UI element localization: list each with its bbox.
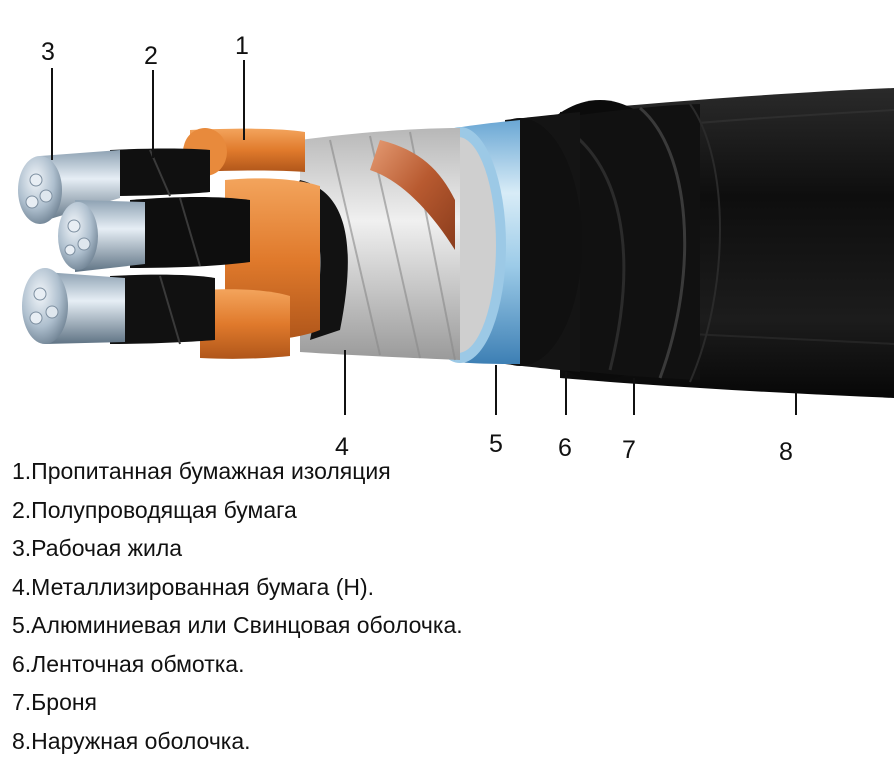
cable-cross-section-diagram bbox=[18, 60, 894, 415]
callout-1: 1 bbox=[235, 32, 249, 60]
legend-list: 1.Пропитанная бумажная изоляция 2.Полупр… bbox=[12, 452, 463, 760]
callout-8: 8 bbox=[779, 438, 793, 466]
metallized-paper bbox=[290, 128, 460, 361]
leader-lines bbox=[51, 60, 797, 415]
core-insulation bbox=[110, 128, 320, 359]
legend-item-2: 2.Полупроводящая бумага bbox=[12, 496, 297, 523]
conductor-middle bbox=[58, 200, 145, 272]
callout-7: 7 bbox=[622, 436, 636, 464]
legend-item-8: 8.Наружная оболочка. bbox=[12, 727, 251, 754]
legend-item-1: 1.Пропитанная бумажная изоляция bbox=[12, 458, 391, 484]
callout-4: 4 bbox=[335, 433, 349, 461]
legend-item-6: 6.Ленточная обмотка. bbox=[12, 650, 245, 677]
callout-2: 2 bbox=[144, 42, 158, 70]
conductor-bottom bbox=[22, 268, 125, 344]
conductor-top bbox=[18, 150, 120, 224]
callout-3: 3 bbox=[41, 38, 55, 66]
callout-6: 6 bbox=[558, 434, 572, 462]
legend-item-3: 3.Рабочая жила bbox=[12, 535, 183, 561]
legend-item-5: 5.Алюминиевая или Свинцовая оболочка. bbox=[12, 612, 463, 638]
legend-item-7: 7.Броня bbox=[12, 689, 98, 715]
callout-5: 5 bbox=[489, 430, 503, 458]
legend-item-4: 4.Металлизированная бумага (Н). bbox=[12, 573, 375, 600]
